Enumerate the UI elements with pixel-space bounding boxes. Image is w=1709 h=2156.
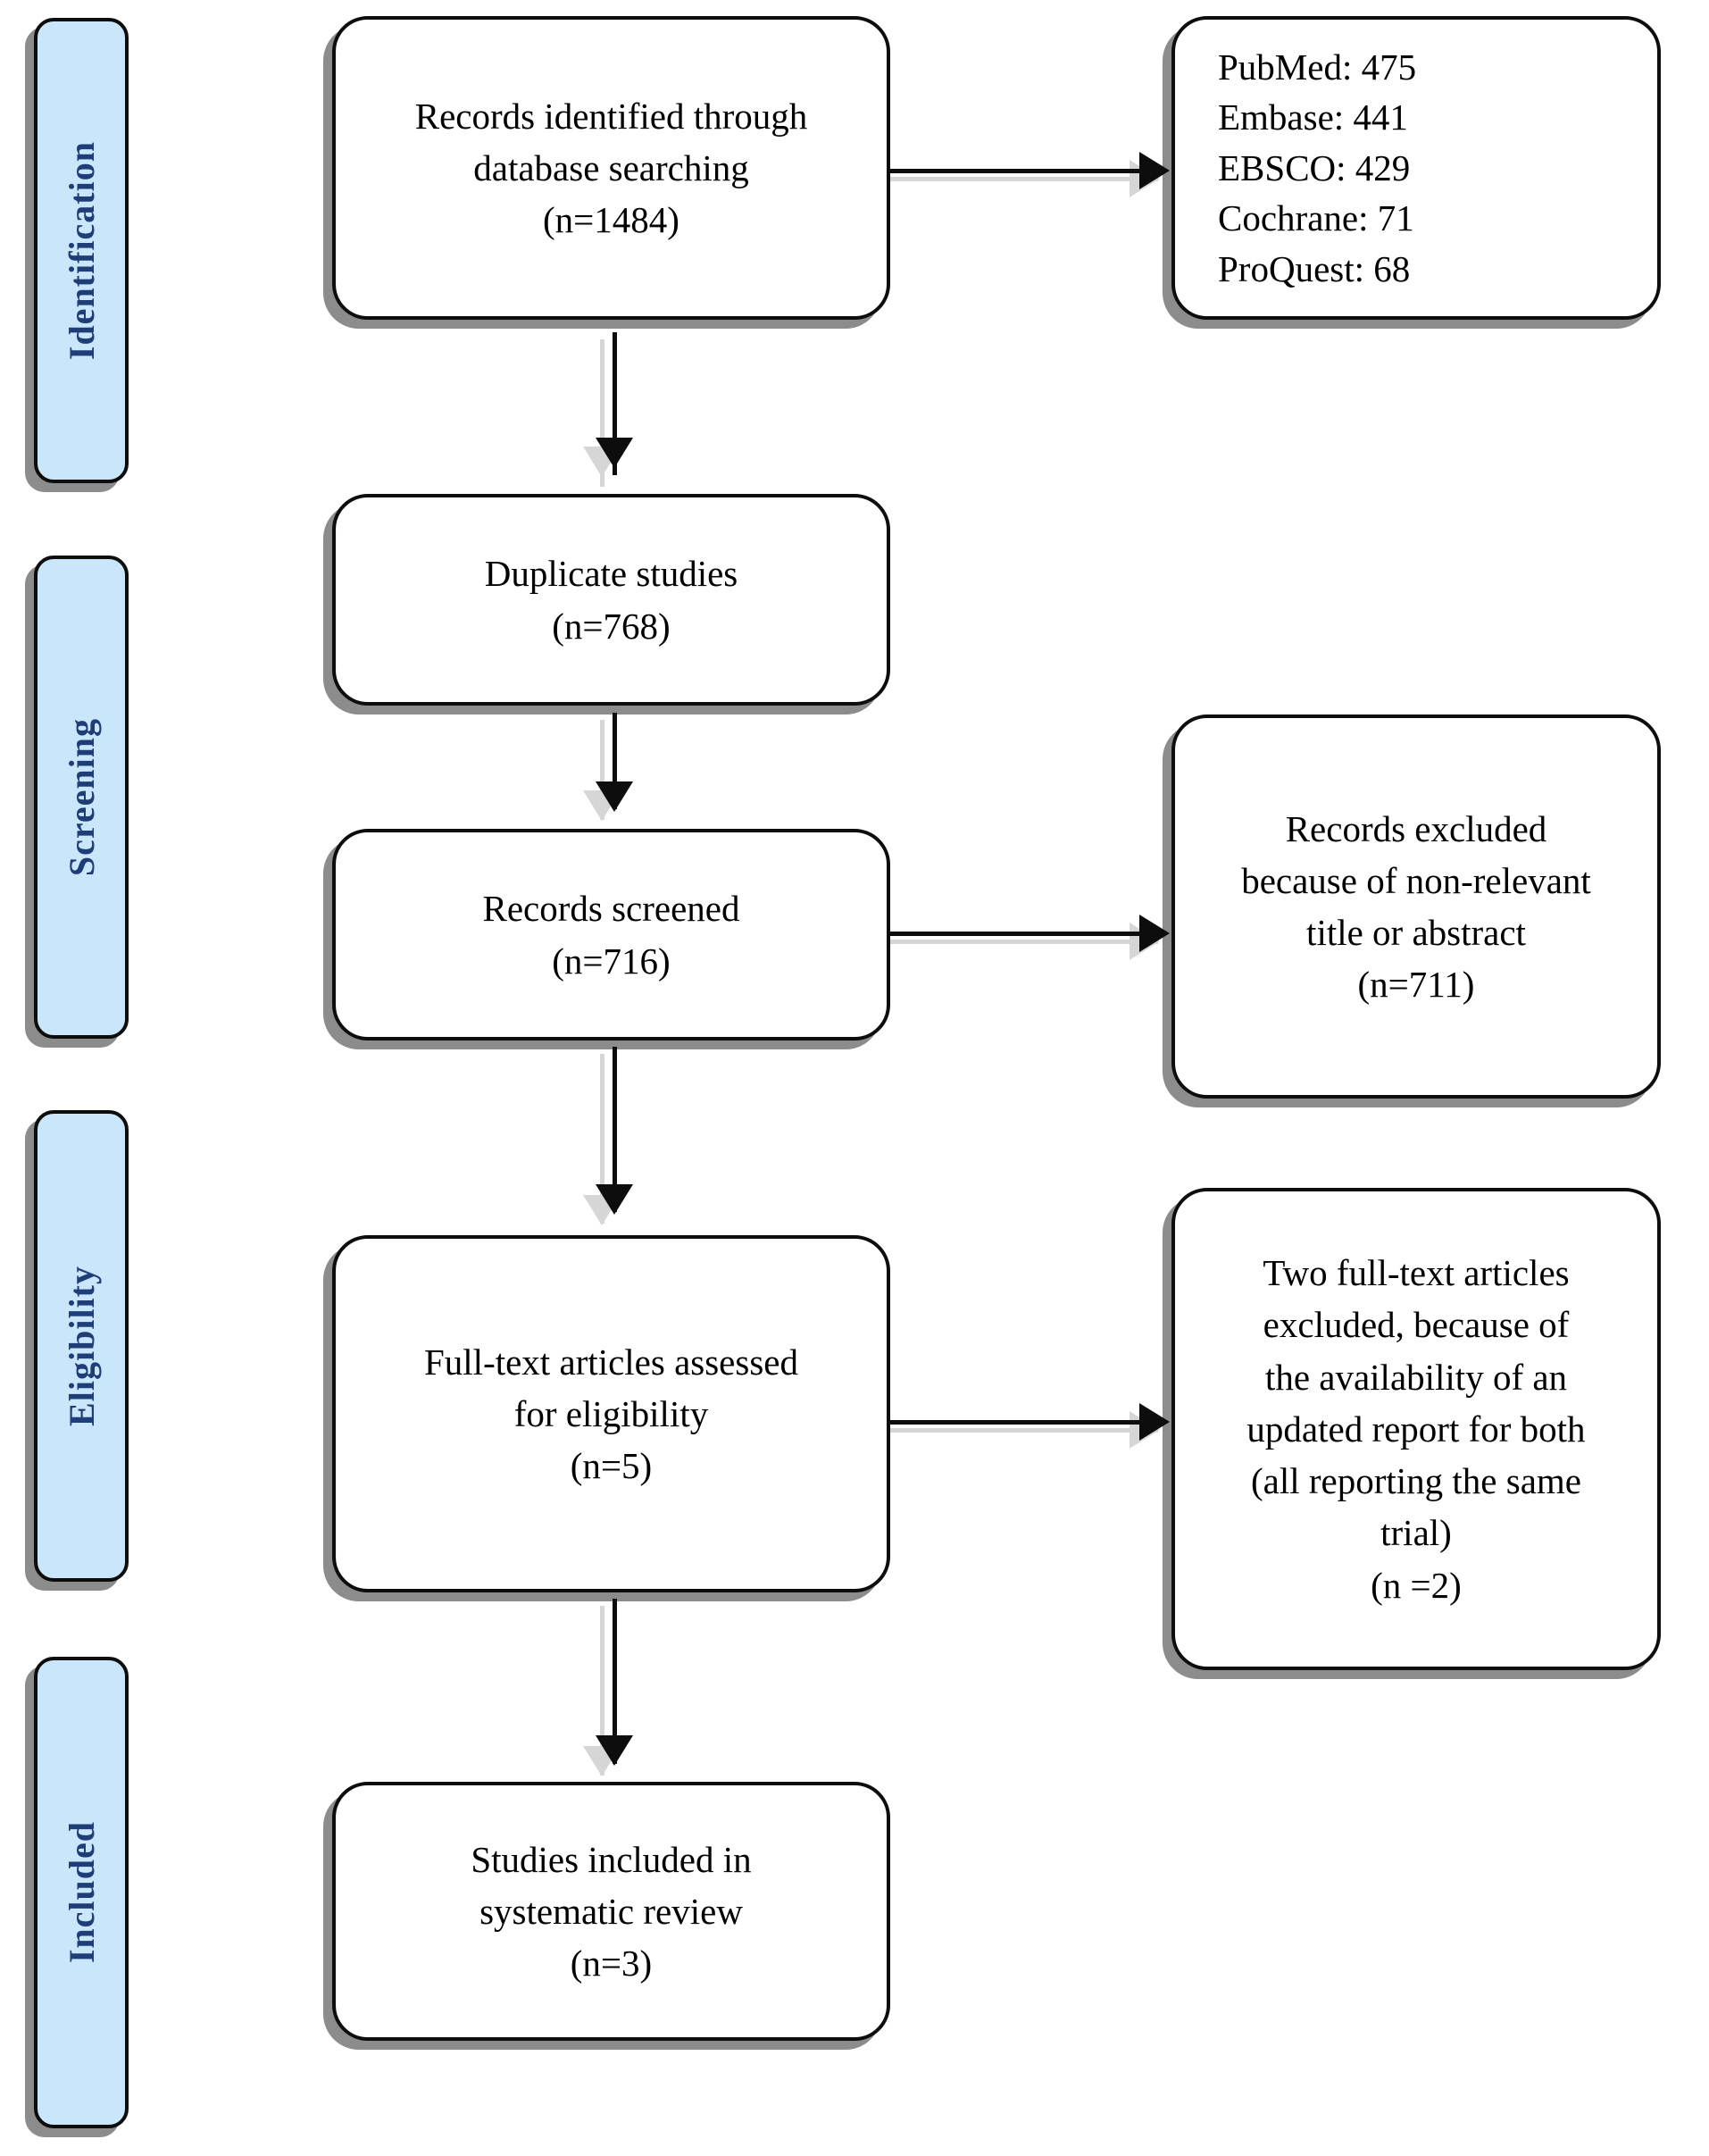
connector-line	[887, 169, 1146, 173]
stage-bar-eligibility: Eligibility	[34, 1110, 129, 1582]
box-records-excluded: Records excluded because of non-relevant…	[1171, 714, 1661, 1099]
stage-label-included: Included	[61, 1821, 102, 1964]
stage-label-eligibility: Eligibility	[61, 1266, 102, 1426]
box-duplicate-studies: Duplicate studies (n=768)	[332, 494, 890, 706]
box-fulltext-excluded-text: Two full-text articles excluded, because…	[1246, 1252, 1586, 1606]
stage-bar-identification: Identification	[34, 18, 129, 483]
arrow-head	[596, 1184, 633, 1215]
connector-shadow	[600, 1054, 604, 1224]
connector-line	[613, 1047, 617, 1212]
box-records-screened-text: Records screened (n=716)	[482, 888, 740, 982]
box-studies-included: Studies included in systematic review (n…	[332, 1782, 890, 2041]
arrow-head	[596, 438, 633, 468]
connector-line	[613, 713, 617, 809]
connector-shadow	[890, 177, 1158, 181]
stage-bar-screening: Screening	[34, 556, 129, 1039]
connector-shadow	[600, 720, 604, 820]
connector-line	[613, 1599, 617, 1764]
arrow-head	[596, 1735, 633, 1766]
arrow-head	[596, 781, 633, 812]
connector-shadow	[890, 940, 1158, 944]
box-duplicate-studies-text: Duplicate studies (n=768)	[484, 553, 738, 647]
box-records-identified: Records identified through database sear…	[332, 16, 890, 320]
box-records-identified-text: Records identified through database sear…	[414, 95, 808, 241]
box-fulltext-assessed-text: Full-text articles assessed for eligibil…	[423, 1341, 798, 1487]
connector-line	[613, 332, 617, 475]
box-records-screened: Records screened (n=716)	[332, 829, 890, 1040]
connector-line	[887, 1420, 1146, 1425]
arrow-head	[1139, 915, 1170, 952]
box-studies-included-text: Studies included in systematic review (n…	[471, 1838, 752, 1985]
arrow-head	[1139, 152, 1170, 189]
arrow-head	[1139, 1403, 1170, 1441]
box-database-breakdown-text: PubMed: 475 Embase: 441 EBSCO: 429 Cochr…	[1218, 46, 1417, 289]
connector-shadow	[600, 339, 604, 487]
stage-bar-included: Included	[34, 1657, 129, 2128]
stage-label-identification: Identification	[61, 140, 102, 361]
connector-line	[887, 932, 1146, 936]
box-records-excluded-text: Records excluded because of non-relevant…	[1241, 807, 1591, 1006]
stage-label-screening: Screening	[61, 717, 102, 877]
box-fulltext-excluded: Two full-text articles excluded, because…	[1171, 1188, 1661, 1670]
connector-shadow	[600, 1606, 604, 1776]
box-database-breakdown: PubMed: 475 Embase: 441 EBSCO: 429 Cochr…	[1171, 16, 1661, 320]
box-fulltext-assessed: Full-text articles assessed for eligibil…	[332, 1235, 890, 1592]
connector-shadow	[890, 1428, 1158, 1433]
